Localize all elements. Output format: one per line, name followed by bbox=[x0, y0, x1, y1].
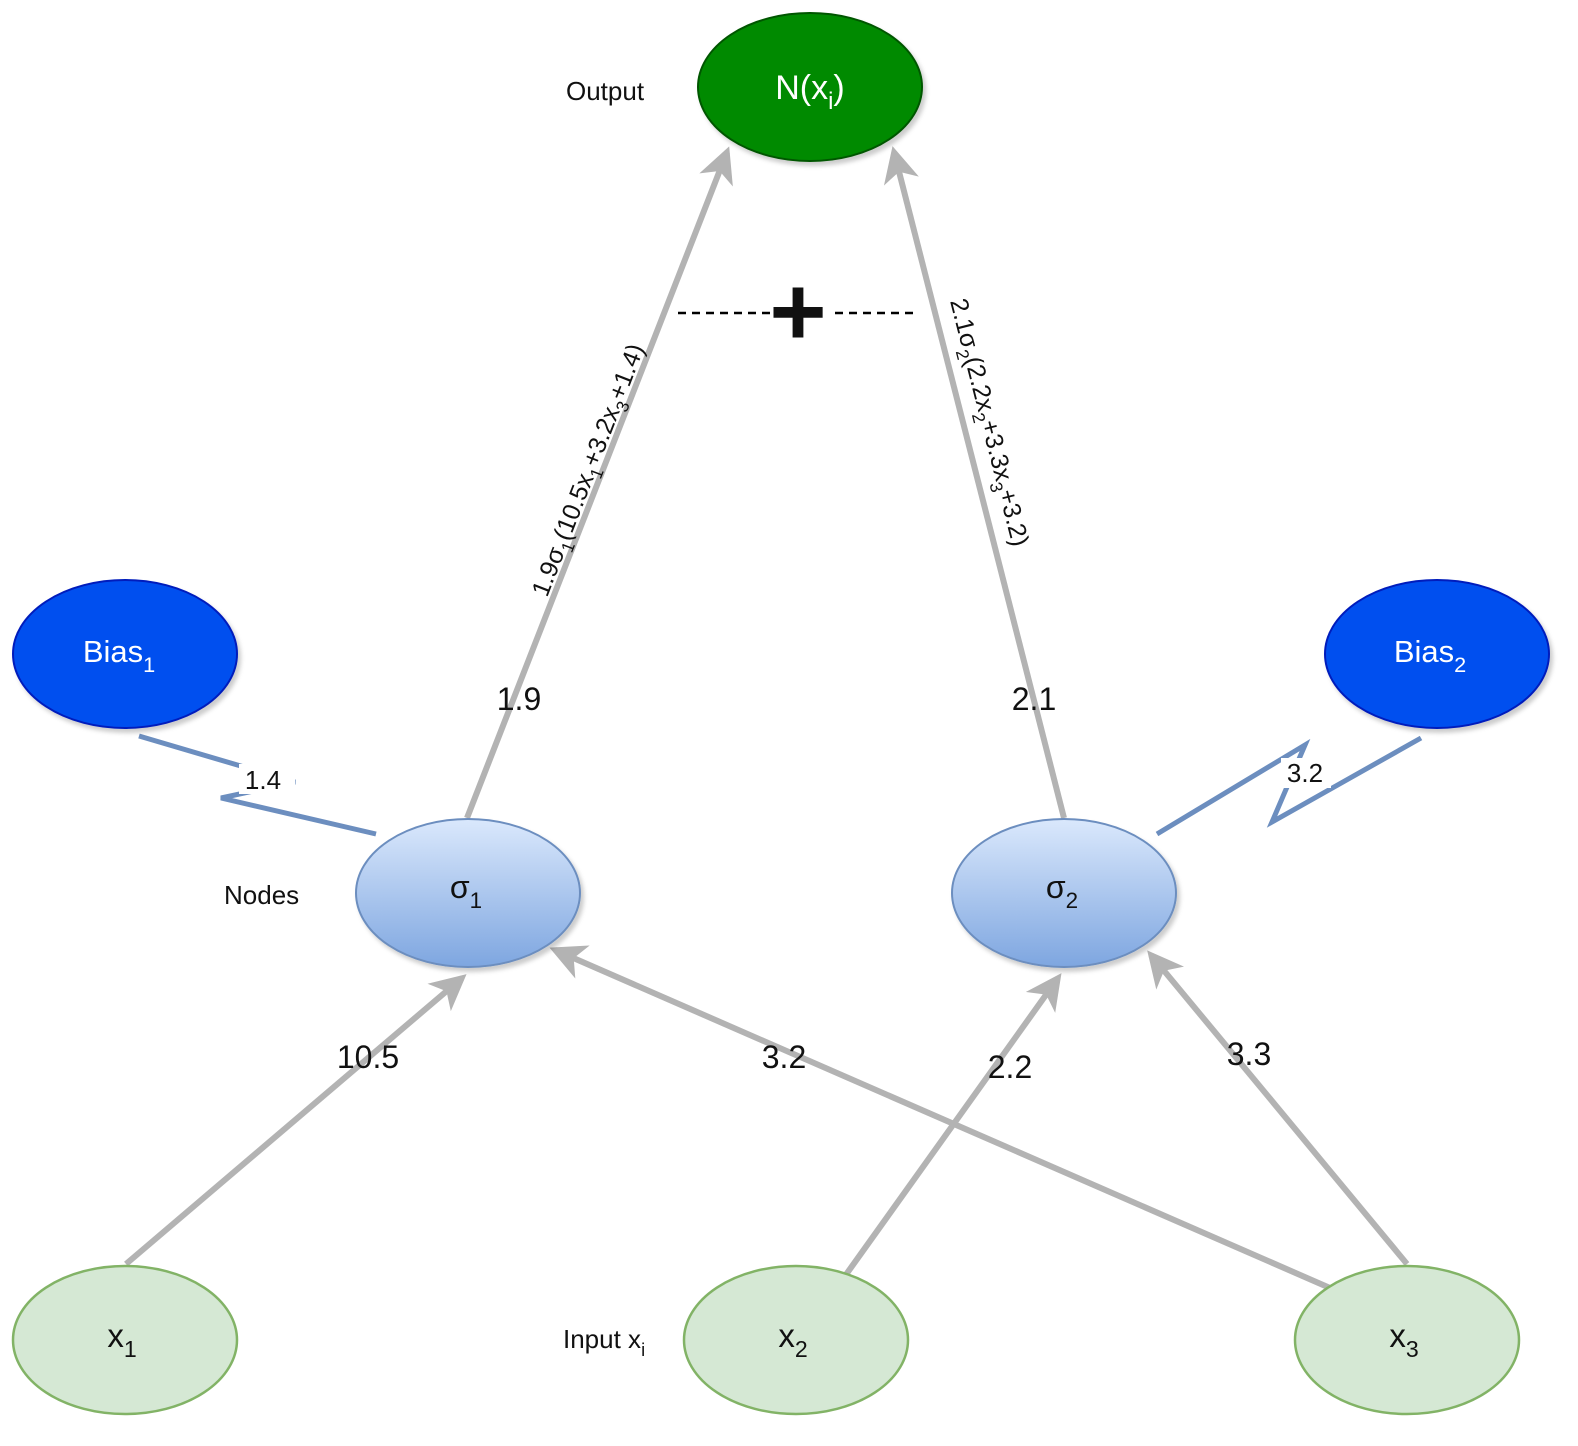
edge-x2-sigma2 bbox=[842, 973, 1062, 1278]
edge-x3-sigma2 bbox=[1147, 950, 1410, 1266]
edges bbox=[124, 146, 1410, 1291]
bias-links bbox=[138, 733, 1423, 837]
x3-node: x3 bbox=[1293, 1264, 1521, 1416]
output-node-tail: ) bbox=[833, 69, 844, 107]
x2-label: x bbox=[778, 1317, 795, 1354]
sigma1-label: σ bbox=[450, 869, 470, 905]
x1-label: x bbox=[107, 1317, 124, 1354]
x1-node: x1 bbox=[11, 1264, 239, 1416]
output-node-sub: i bbox=[828, 88, 833, 115]
svg-text:σ1: σ1 bbox=[450, 869, 482, 913]
bias2-weight-box bbox=[1281, 758, 1331, 788]
edge-x1-sigma1 bbox=[124, 974, 467, 1267]
weight-x3-sigma2: 3.3 bbox=[1227, 1036, 1271, 1072]
svg-text:x2: x2 bbox=[778, 1317, 807, 1362]
weight-bias2: 3.2 bbox=[1287, 758, 1323, 788]
weight-x1-sigma1: 10.5 bbox=[337, 1039, 399, 1075]
bias1-label: Bias bbox=[83, 634, 143, 669]
x3-label: x bbox=[1389, 1317, 1406, 1354]
sigma2-node: σ2 bbox=[951, 818, 1177, 968]
svg-text:Input xi: Input xi bbox=[563, 1324, 645, 1360]
bias1-weight-box bbox=[239, 764, 295, 794]
nodes-label: Nodes bbox=[224, 880, 299, 910]
plus-sign: + bbox=[769, 256, 826, 366]
weight-bias1: 1.4 bbox=[245, 765, 281, 795]
input-label-sub: i bbox=[641, 1340, 645, 1360]
edge-x3-sigma1 bbox=[549, 945, 1332, 1291]
edge-sigma1-output bbox=[464, 146, 733, 820]
x3-sub: 3 bbox=[1406, 1336, 1419, 1362]
sigma2-sub: 2 bbox=[1066, 888, 1078, 913]
sigma1-node: σ1 bbox=[355, 818, 581, 968]
bias2-node: Bias2 bbox=[1324, 579, 1550, 729]
weight-x2-sigma2: 2.2 bbox=[988, 1049, 1032, 1085]
bias1-node: Bias1 bbox=[12, 579, 238, 729]
output-label: Output bbox=[566, 76, 645, 106]
svg-text:Bias2: Bias2 bbox=[1394, 634, 1466, 677]
bias2-label: Bias bbox=[1394, 634, 1454, 669]
x2-node: x2 bbox=[682, 1264, 910, 1416]
weight-labels: 10.5 3.2 2.2 3.3 1.9 2.1 1.4 3.2 bbox=[239, 681, 1331, 1085]
svg-text:σ2: σ2 bbox=[1046, 869, 1078, 913]
svg-text:x3: x3 bbox=[1389, 1317, 1418, 1362]
bias2-sub: 2 bbox=[1454, 652, 1466, 677]
sigma2-label: σ bbox=[1046, 869, 1066, 905]
formula-left: 1.9σ1(10.5x1+3.2x3+1.4) bbox=[527, 340, 655, 602]
x1-sub: 1 bbox=[124, 1336, 137, 1362]
sigma1-sub: 1 bbox=[470, 888, 482, 913]
svg-text:N(xi): N(xi) bbox=[775, 69, 845, 115]
svg-text:x1: x1 bbox=[107, 1317, 136, 1362]
weight-sigma1-output: 1.9 bbox=[497, 681, 541, 717]
input-label: Input x bbox=[563, 1324, 641, 1354]
weight-sigma2-output: 2.1 bbox=[1012, 681, 1056, 717]
x2-sub: 2 bbox=[795, 1336, 808, 1362]
bias1-sub: 1 bbox=[143, 652, 155, 677]
output-node: N(xi) bbox=[697, 12, 923, 162]
output-node-label: N(x bbox=[775, 69, 828, 107]
sum-indicator: + bbox=[678, 256, 918, 366]
svg-text:Bias1: Bias1 bbox=[83, 634, 155, 677]
weight-x3-sigma1: 3.2 bbox=[762, 1039, 806, 1075]
edge-sigma2-output bbox=[883, 146, 1067, 819]
